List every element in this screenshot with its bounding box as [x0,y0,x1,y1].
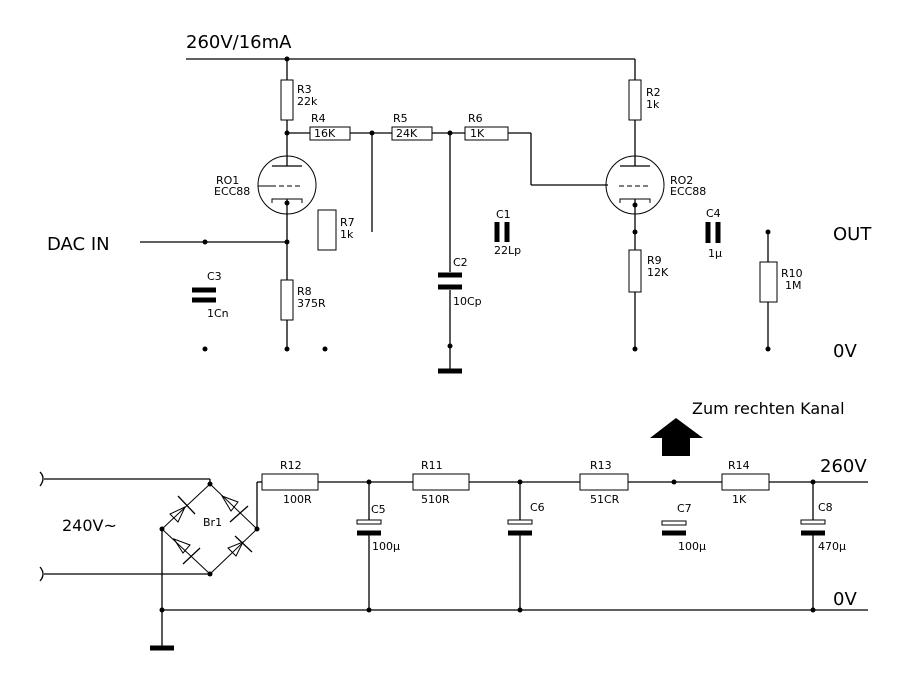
out-label: OUT [833,224,872,245]
r3-name: R3 [297,83,312,96]
positive-rail [256,473,868,529]
c4-value: 1µ [708,247,722,260]
r6-name: R6 [468,112,483,125]
r2-name: R2 [646,86,661,99]
tube-ro1 [257,155,317,215]
capacitor-c7 [661,520,687,536]
terminal-dots [202,346,328,352]
c2-value: 10Cp [453,295,482,308]
resistor-r8 [280,279,294,349]
c1-value: 22Lp [494,244,521,257]
c5-value: 100µ [372,540,400,553]
ground-symbol [150,529,174,651]
bridge-rectifier-br1 [159,479,260,577]
r13-value: 51CR [590,493,620,506]
ground-rail [162,607,868,613]
capacitor-c6 [507,482,533,610]
arrow-caption: Zum rechten Kanal [692,399,845,418]
ro2-name: RO2 [670,174,693,187]
r13-name: R13 [590,459,612,472]
anode-chain [284,126,608,272]
tube-ro2 [605,155,665,250]
r12-value: 100R [283,493,312,506]
c2-name: C2 [453,256,468,269]
supply-rail [186,56,636,80]
r5-value: 24K [396,127,418,140]
zero-v-top-label: 0V [833,341,857,362]
ro1-value: ECC88 [214,185,250,198]
resistor-r10 [759,229,778,352]
ro1-name: RO1 [216,174,239,187]
supply-label: 260V/16mA [186,32,292,53]
r8-name: R8 [297,285,312,298]
zero-v-bottom-label: 0V [833,589,857,610]
r5-name: R5 [393,112,408,125]
r11-name: R11 [421,459,443,472]
c8-value: 470µ [818,540,846,553]
c7-name: C7 [677,502,692,515]
c8-name: C8 [818,501,833,514]
mains-label: 240V~ [62,516,117,535]
r14-value: 1K [732,493,747,506]
resistor-r7 [317,209,337,251]
up-arrow-icon [650,418,703,456]
r12-name: R12 [280,459,302,472]
r10-name: R10 [781,267,803,280]
r7-value: 1k [340,228,354,241]
dac-in-wire [140,214,290,280]
r9-name: R9 [647,254,662,267]
r9-value: 12K [647,266,669,279]
c1-name: C1 [496,208,511,221]
c7-value: 100µ [678,540,706,553]
r14-name: R14 [728,459,750,472]
c6-name: C6 [530,501,545,514]
c5-name: C5 [371,503,386,516]
capacitor-c3 [192,287,216,303]
capacitor-c8 [800,482,826,610]
r6-value: 1K [470,127,485,140]
dac-in-label: DAC IN [47,234,110,255]
r8-value: 375R [297,297,326,310]
c4-name: C4 [706,207,721,220]
r4-value: 16K [314,127,336,140]
mains-input [39,471,210,582]
capacitor-c5 [356,482,382,610]
plus-260v-label: 260V [820,456,867,477]
resistor-r9 [628,249,642,352]
br1-name: Br1 [203,516,222,529]
r2-value: 1k [646,98,660,111]
resistor-r2 [628,79,642,162]
r3-value: 22k [297,95,318,108]
c3-name: C3 [207,270,222,283]
resistor-r3 [280,79,294,162]
ro2-value: ECC88 [670,185,706,198]
r7-name: R7 [340,216,355,229]
r11-value: 510R [421,493,450,506]
r4-name: R4 [311,112,326,125]
capacitor-c1 [494,222,510,242]
capacitor-c2 [438,272,462,374]
r10-value: 1M [785,279,802,292]
capacitor-c4 [705,222,721,243]
c3-value: 1Cn [207,307,229,320]
